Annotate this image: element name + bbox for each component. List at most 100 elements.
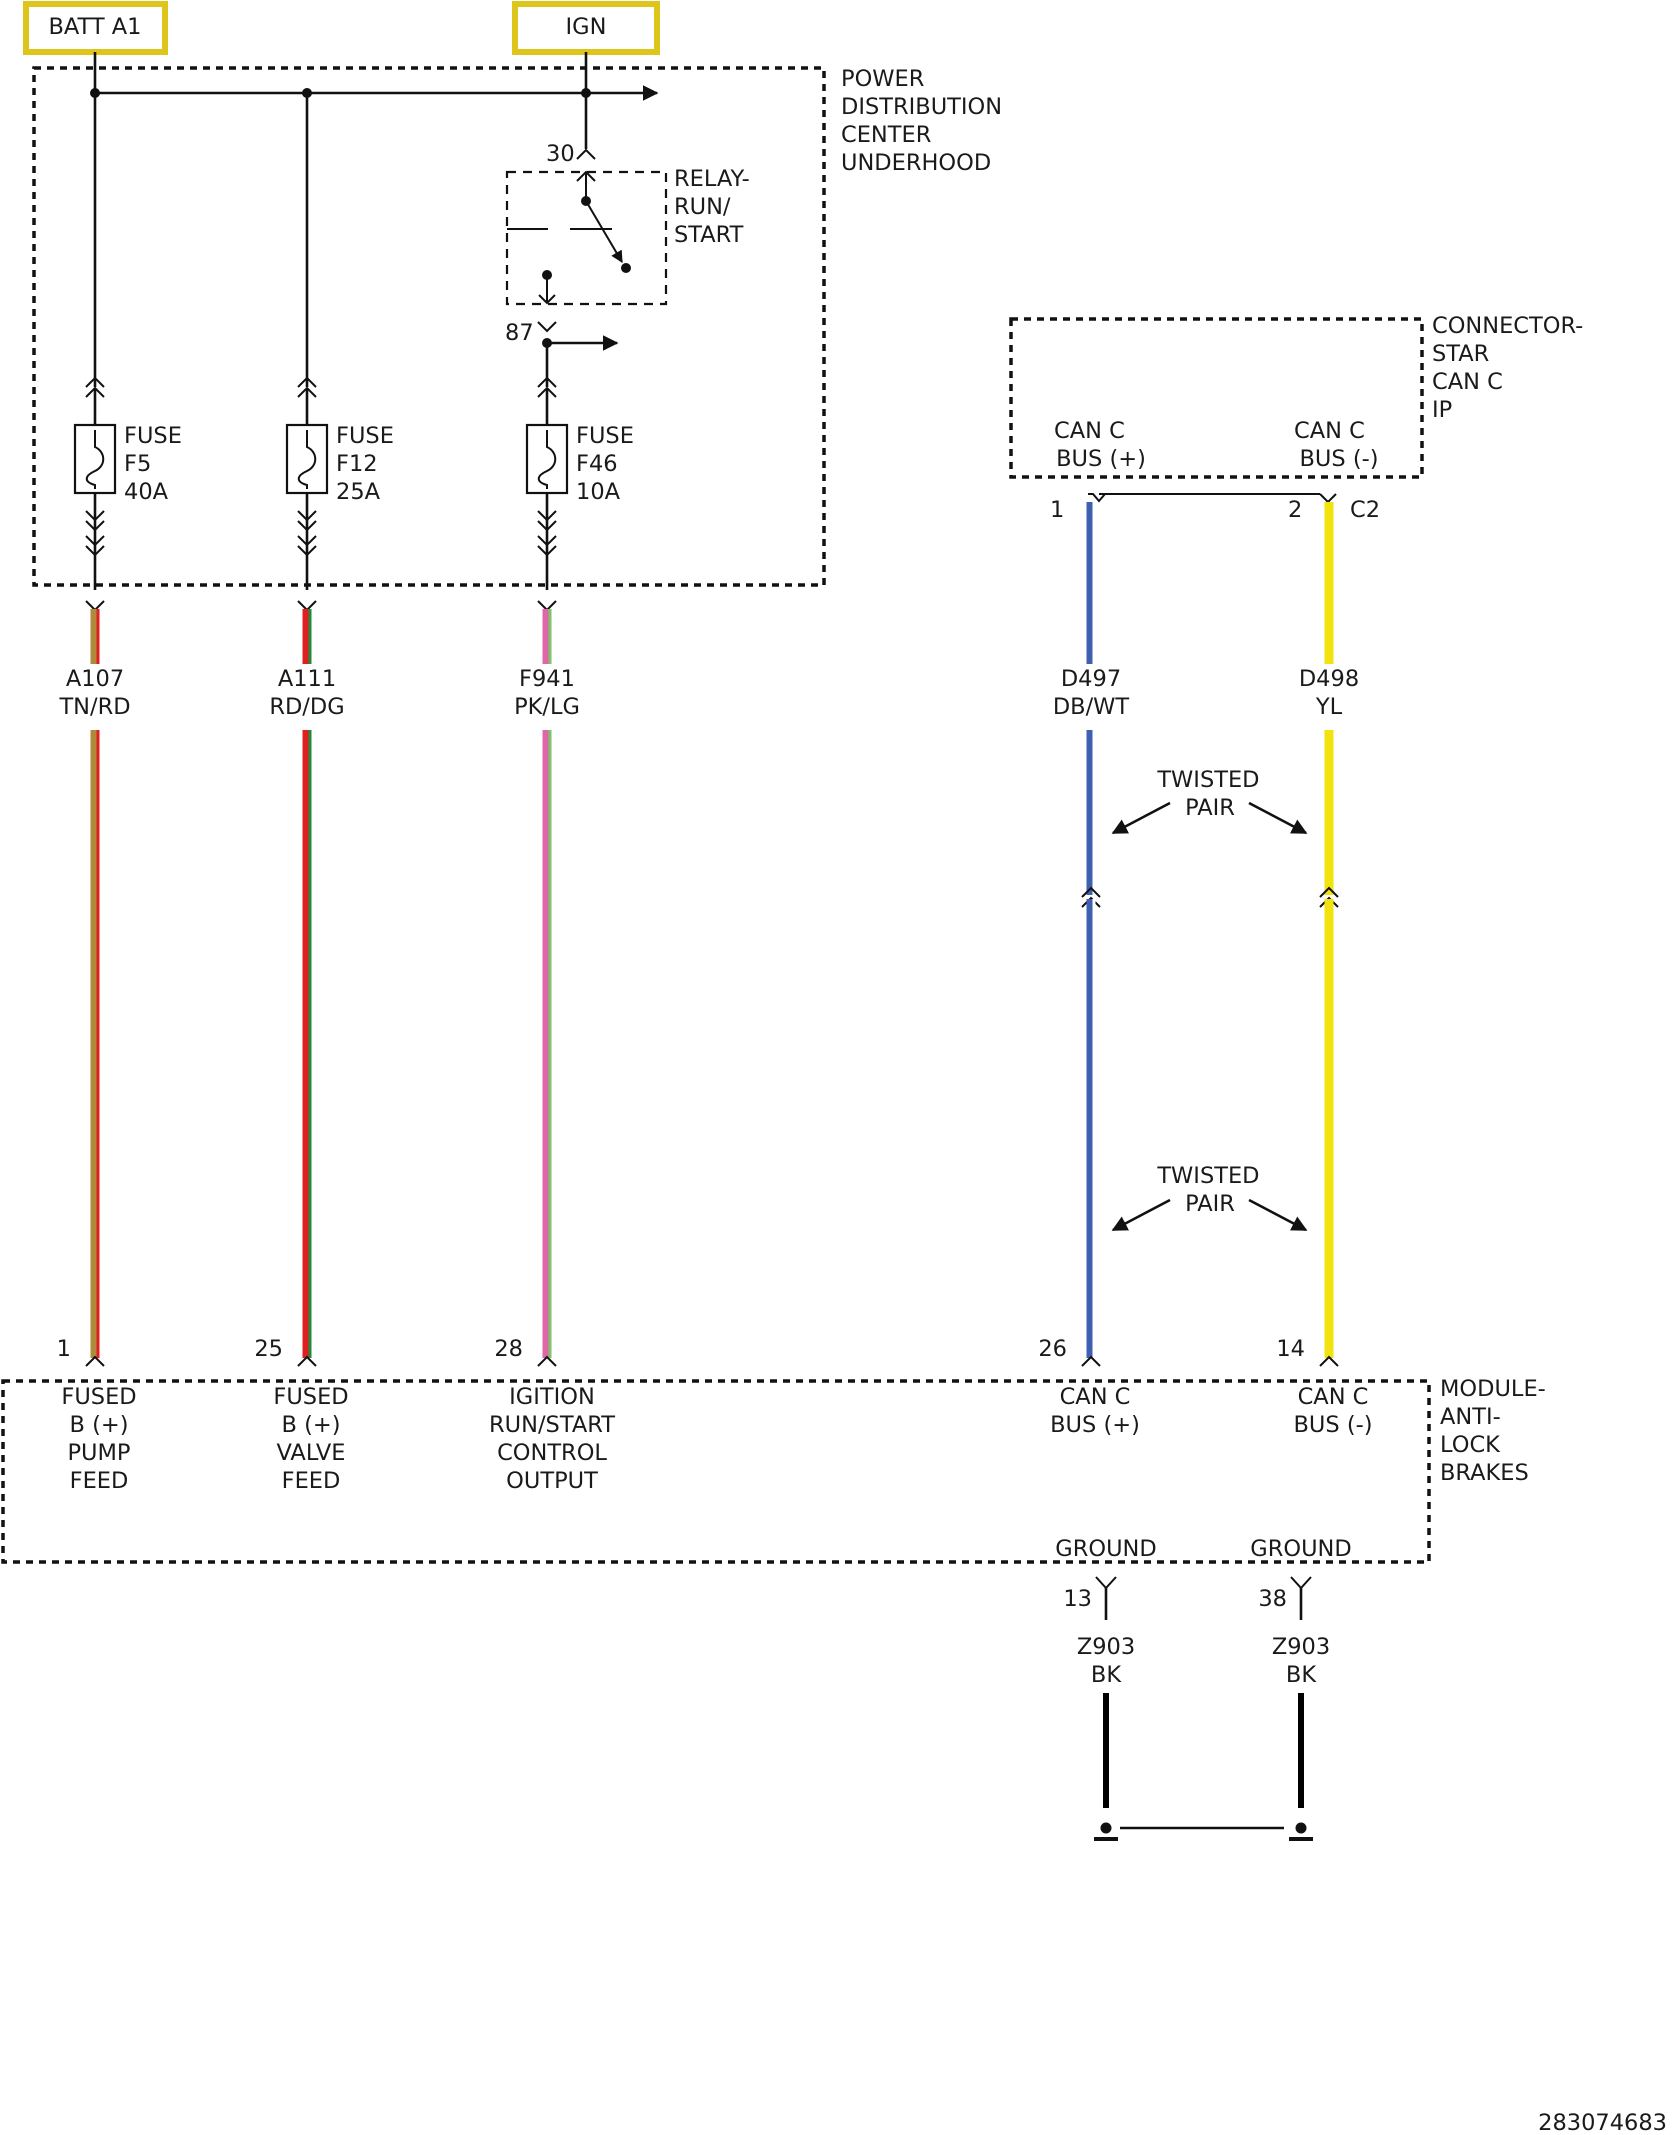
diagram-id: 283074683 (1538, 2110, 1667, 2135)
ign-label: IGN (566, 14, 607, 40)
inline-connector (1319, 896, 1339, 908)
ground-pin-number: 38 (1258, 1586, 1287, 1612)
star-pin-1: 1 (1050, 497, 1064, 523)
star-connector-label: CONNECTOR- STAR CAN C IP (1432, 313, 1590, 423)
pdc-out-connector (537, 600, 557, 612)
ground-wire-color: BK (1091, 1662, 1122, 1688)
module-pin-number: 26 (1038, 1336, 1067, 1362)
relay-pin30-connector (576, 148, 596, 160)
wire-color-code: YL (1315, 694, 1343, 720)
relay-pin-87: 87 (505, 320, 534, 346)
star-pin2-connector (1319, 493, 1337, 504)
wire-color-code: DB/WT (1053, 694, 1130, 720)
batt-a1-label: BATT A1 (48, 14, 141, 40)
module-pin-connector (1081, 1355, 1101, 1367)
twisted-pair-arrow-upper-right (1248, 801, 1308, 835)
wire-circuit-id: F941 (519, 666, 575, 692)
twisted-pair-arrow-lower-left (1111, 1198, 1171, 1232)
ground-splice-point (1100, 1822, 1112, 1834)
twisted-pair-arrow-lower-right (1248, 1198, 1308, 1232)
wire-circuit-id: D498 (1299, 666, 1359, 692)
pdc-cavity-connector (85, 535, 105, 547)
relay-label: RELAY- RUN/ START (674, 166, 757, 248)
star-connector-id: C2 (1350, 497, 1380, 523)
module-pin-connector (85, 1355, 105, 1367)
module-pin-number: 1 (57, 1336, 71, 1362)
star-can-minus-label: CAN C BUS (-) (1294, 418, 1378, 472)
ground-wire-color: BK (1286, 1662, 1317, 1688)
module-pin-number: 14 (1276, 1336, 1305, 1362)
fuse-output-connector (537, 520, 557, 532)
pdc-label: POWER DISTRIBUTION CENTER UNDERHOOD (841, 66, 1009, 176)
pdc-out-connector (297, 600, 317, 612)
ground-label-1: GROUND (1055, 1536, 1156, 1562)
star-pin1-connector (1088, 493, 1106, 503)
relay-output-arrow (538, 294, 556, 305)
wire-circuit-id: A107 (66, 666, 124, 692)
inline-connector (1081, 896, 1101, 908)
twisted-pair-arrow-upper-left (1111, 801, 1171, 835)
fuse-output-connector (85, 520, 105, 532)
module-pin-connector (1319, 1355, 1339, 1367)
pdc-box (32, 66, 826, 587)
inline-connector (1081, 886, 1101, 898)
fuse-output-connector (537, 510, 557, 522)
module-pin-connector (297, 1355, 317, 1367)
relay-no-contact (621, 263, 631, 273)
fuse-element (297, 430, 317, 489)
relay-switch-arm (585, 200, 623, 264)
abs-module-box (1, 1379, 1431, 1564)
fuse-input-connector (85, 376, 105, 388)
wire-circuit-id: A111 (278, 666, 336, 692)
ground-pin-connector (1290, 1576, 1312, 1590)
pdc-cavity-connector (537, 535, 557, 547)
relay-box (505, 170, 668, 306)
star-pin-2: 2 (1288, 497, 1302, 523)
pdc-cavity-connector (297, 535, 317, 547)
twisted-pair-label-lower: TWISTED PAIR (1156, 1163, 1266, 1217)
wire-circuit-id: D497 (1061, 666, 1121, 692)
abs-module-label: MODULE- ANTI- LOCK BRAKES (1440, 1376, 1553, 1486)
wire-color-code: PK/LG (514, 694, 580, 720)
pdc-cavity-connector (537, 545, 557, 557)
twisted-pair-label-upper: TWISTED PAIR (1156, 767, 1266, 821)
fuse-output-connector (297, 520, 317, 532)
pdc-cavity-connector (85, 545, 105, 557)
fuse-input-connector (297, 376, 317, 388)
ground-label-2: GROUND (1250, 1536, 1351, 1562)
star-can-plus-label: CAN C BUS (+) (1054, 418, 1146, 472)
wire-color-code: RD/DG (269, 694, 344, 720)
fuse-element (85, 430, 105, 489)
fuse-input-connector (537, 376, 557, 388)
wire-color-code: TN/RD (58, 694, 130, 720)
ground-splice-point (1295, 1822, 1307, 1834)
pdc-cavity-connector (297, 545, 317, 557)
inline-connector (1319, 886, 1339, 898)
fuse-element (537, 430, 557, 489)
fuse-output-connector (85, 510, 105, 522)
relay-pin-30: 30 (546, 141, 575, 167)
module-pin-number: 28 (494, 1336, 523, 1362)
star-connector-box (1009, 317, 1424, 479)
pdc-out-connector (85, 600, 105, 612)
